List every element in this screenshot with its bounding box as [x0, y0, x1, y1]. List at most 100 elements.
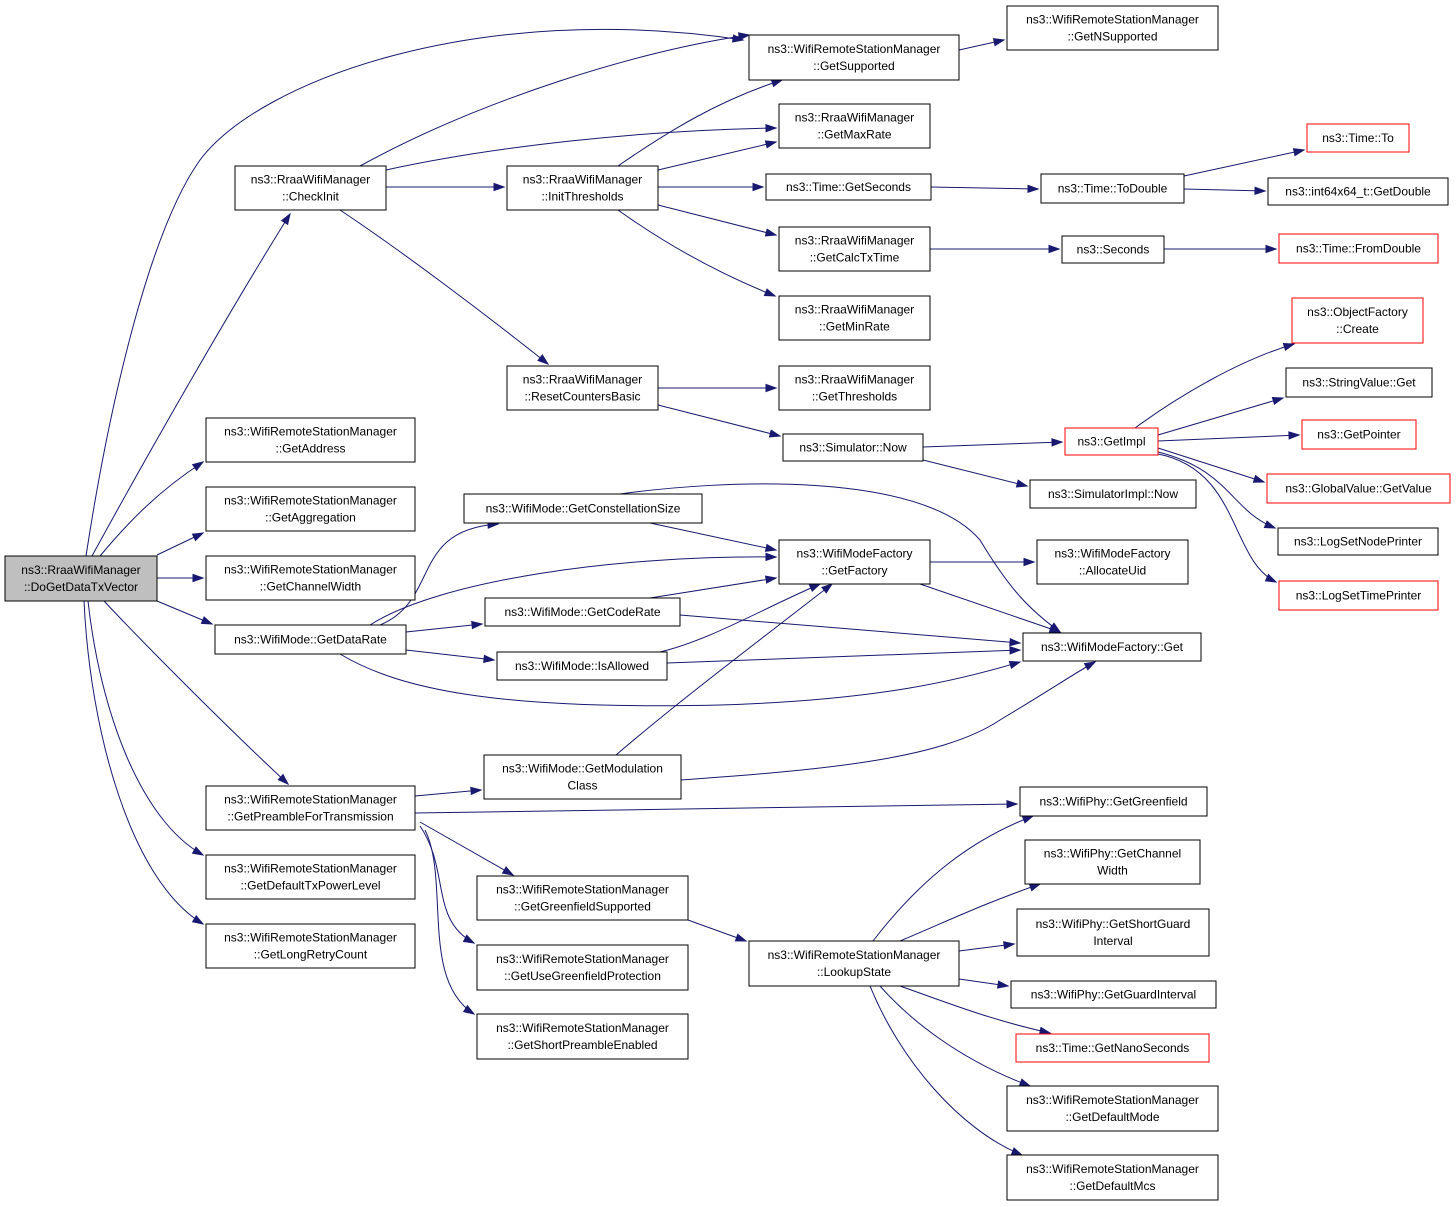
- node-getnsupported[interactable]: ns3::WifiRemoteStationManager::GetNSuppo…: [1006, 5, 1219, 51]
- edge-initthresholds-to-getsupported: [617, 79, 784, 167]
- node-getaddress[interactable]: ns3::WifiRemoteStationManager::GetAddres…: [205, 417, 416, 463]
- edge-line: [657, 141, 777, 171]
- node-fromdouble[interactable]: ns3::Time::FromDouble: [1278, 233, 1439, 264]
- node-label: ns3::WifiModeFactory::Get: [1041, 640, 1184, 654]
- node-checkinit[interactable]: ns3::RraaWifiManager::CheckInit: [234, 165, 387, 211]
- node-label: ::GetChannelWidth: [260, 580, 361, 594]
- node-getcoderate[interactable]: ns3::WifiMode::GetCodeRate: [484, 597, 681, 627]
- node-seconds[interactable]: ns3::Seconds: [1061, 235, 1165, 264]
- node-simimplnow[interactable]: ns3::SimulatorImpl::Now: [1029, 479, 1197, 509]
- node-box: [1285, 367, 1433, 398]
- node-label: ns3::GetImpl: [1077, 435, 1145, 449]
- node-initthresholds[interactable]: ns3::RraaWifiManager::InitThresholds: [506, 165, 659, 211]
- node-box: [1267, 177, 1449, 206]
- arrowhead-icon: [200, 616, 214, 625]
- arrowhead-icon: [765, 383, 778, 393]
- node-factoryget[interactable]: ns3::WifiModeFactory::Get: [1022, 632, 1202, 662]
- node-root[interactable]: ns3::RraaWifiManager::DoGetDataTxVector: [4, 555, 158, 602]
- node-label: ::DoGetDataTxVector: [24, 580, 138, 594]
- node-getlongretry[interactable]: ns3::WifiRemoteStationManager::GetLongRe…: [205, 923, 416, 969]
- node-getdefaulttxpower[interactable]: ns3::WifiRemoteStationManager::GetDefaul…: [205, 854, 416, 900]
- node-objfactorycreate[interactable]: ns3::ObjectFactory::Create: [1291, 297, 1424, 344]
- node-getpointer[interactable]: ns3::GetPointer: [1301, 419, 1417, 450]
- node-getminrate[interactable]: ns3::RraaWifiManager::GetMinRate: [778, 295, 931, 341]
- node-box: [205, 785, 416, 831]
- node-getdouble[interactable]: ns3::int64x64_t::GetDouble: [1267, 177, 1449, 206]
- node-box: [1291, 297, 1424, 344]
- edge-line: [339, 653, 1021, 707]
- node-phychannelwidth[interactable]: ns3::WifiPhy::GetChannelWidth: [1024, 839, 1201, 885]
- node-lookupstate[interactable]: ns3::WifiRemoteStationManager::LookupSta…: [748, 940, 960, 987]
- edge-line: [1134, 343, 1295, 429]
- edge-lookupstate-to-guardinterval: [958, 978, 1010, 989]
- node-label: ns3::WifiMode::GetConstellationSize: [486, 502, 681, 516]
- node-box: [778, 226, 931, 272]
- node-resetcounters[interactable]: ns3::RraaWifiManager::ResetCountersBasic: [506, 365, 659, 411]
- edge-initthresholds-to-getcalctxtime: [657, 204, 778, 237]
- edge-line: [103, 600, 289, 785]
- arrowhead-icon: [1252, 474, 1266, 483]
- node-globalvalue[interactable]: ns3::GlobalValue::GetValue: [1266, 473, 1451, 504]
- edge-initthresholds-to-getmaxrate: [657, 140, 778, 171]
- edge-simnow-to-getimpl: [922, 438, 1064, 448]
- node-greenfieldsupported[interactable]: ns3::WifiRemoteStationManager::GetGreenf…: [476, 875, 689, 921]
- node-box: [765, 173, 932, 201]
- node-label: ns3::WifiRemoteStationManager: [224, 862, 397, 876]
- node-usegreenfield[interactable]: ns3::WifiRemoteStationManager::GetUseGre…: [476, 944, 689, 991]
- node-box: [506, 165, 659, 211]
- node-getfactory[interactable]: ns3::WifiModeFactory::GetFactory: [778, 539, 931, 585]
- node-allocateuid[interactable]: ns3::WifiModeFactory::AllocateUid: [1036, 539, 1189, 585]
- node-box: [1278, 233, 1439, 264]
- edge-line: [1183, 188, 1266, 192]
- node-label: ns3::WifiRemoteStationManager: [1026, 1162, 1199, 1176]
- node-getmaxrate[interactable]: ns3::RraaWifiManager::GetMaxRate: [778, 103, 931, 149]
- node-label: ::GetDefaultTxPowerLevel: [240, 879, 380, 893]
- node-label: ns3::WifiRemoteStationManager: [224, 425, 397, 439]
- node-constellation[interactable]: ns3::WifiMode::GetConstellationSize: [463, 493, 703, 524]
- arrowhead-icon: [764, 140, 778, 149]
- node-defaultmode[interactable]: ns3::WifiRemoteStationManager::GetDefaul…: [1006, 1085, 1219, 1132]
- node-stringvalueget[interactable]: ns3::StringValue::Get: [1285, 367, 1433, 398]
- node-getimpl[interactable]: ns3::GetImpl: [1064, 427, 1159, 456]
- node-getcalctxtime[interactable]: ns3::RraaWifiManager::GetCalcTxTime: [778, 226, 931, 272]
- edge-getimpl-to-logtimeprinter: [1157, 453, 1278, 583]
- node-guardinterval[interactable]: ns3::WifiPhy::GetGuardInterval: [1010, 980, 1217, 1009]
- node-simnow[interactable]: ns3::Simulator::Now: [782, 433, 924, 462]
- node-isallowed[interactable]: ns3::WifiMode::IsAllowed: [496, 651, 668, 681]
- node-defaultmcs[interactable]: ns3::WifiRemoteStationManager::GetDefaul…: [1006, 1154, 1219, 1201]
- arrowhead-icon: [765, 123, 778, 133]
- node-box: [205, 417, 416, 463]
- edge-line: [899, 883, 1041, 942]
- node-label: ns3::WifiModeFactory: [1054, 547, 1170, 561]
- node-label: ns3::WifiMode::IsAllowed: [515, 659, 649, 673]
- node-getaggregation[interactable]: ns3::WifiRemoteStationManager::GetAggreg…: [205, 486, 416, 532]
- node-logtimeprinter[interactable]: ns3::LogSetTimePrinter: [1278, 580, 1439, 611]
- edge-getpreamble-to-getgreenfield: [414, 799, 1019, 814]
- edge-getcalctxtime-to-seconds: [930, 244, 1061, 254]
- node-getseconds[interactable]: ns3::Time::GetSeconds: [765, 173, 932, 201]
- node-getpreamble[interactable]: ns3::WifiRemoteStationManager::GetPreamb…: [205, 785, 416, 831]
- node-todouble[interactable]: ns3::Time::ToDouble: [1040, 173, 1185, 204]
- node-label: ::GetGreenfieldSupported: [514, 900, 651, 914]
- node-getgreenfield[interactable]: ns3::WifiPhy::GetGreenfield: [1019, 786, 1208, 817]
- edge-getimpl-to-objfactorycreate: [1134, 342, 1296, 429]
- node-getthresholds[interactable]: ns3::RraaWifiManager::GetThresholds: [778, 365, 931, 411]
- edge-line: [419, 821, 514, 876]
- node-label: ns3::WifiPhy::GetGuardInterval: [1031, 988, 1196, 1002]
- node-nanoseconds[interactable]: ns3::Time::GetNanoSeconds: [1015, 1033, 1210, 1063]
- arrowhead-icon: [1009, 646, 1022, 655]
- arrowhead-icon: [1008, 660, 1022, 670]
- node-label: ns3::WifiRemoteStationManager: [496, 1021, 669, 1035]
- node-lognodeprinter[interactable]: ns3::LogSetNodePrinter: [1277, 527, 1439, 556]
- node-label: ns3::LogSetNodePrinter: [1294, 535, 1422, 549]
- node-getsupported[interactable]: ns3::WifiRemoteStationManager::GetSuppor…: [748, 34, 960, 81]
- node-getchannelwidth[interactable]: ns3::WifiRemoteStationManager::GetChanne…: [205, 555, 416, 601]
- node-box: [205, 555, 416, 601]
- node-getdatarate[interactable]: ns3::WifiMode::GetDataRate: [214, 624, 407, 655]
- edge-getseconds-to-todouble: [930, 184, 1040, 194]
- node-shortpreamble[interactable]: ns3::WifiRemoteStationManager::GetShortP…: [476, 1013, 689, 1060]
- node-label: ns3::RraaWifiManager: [795, 373, 914, 387]
- node-timeto[interactable]: ns3::Time::To: [1306, 123, 1410, 153]
